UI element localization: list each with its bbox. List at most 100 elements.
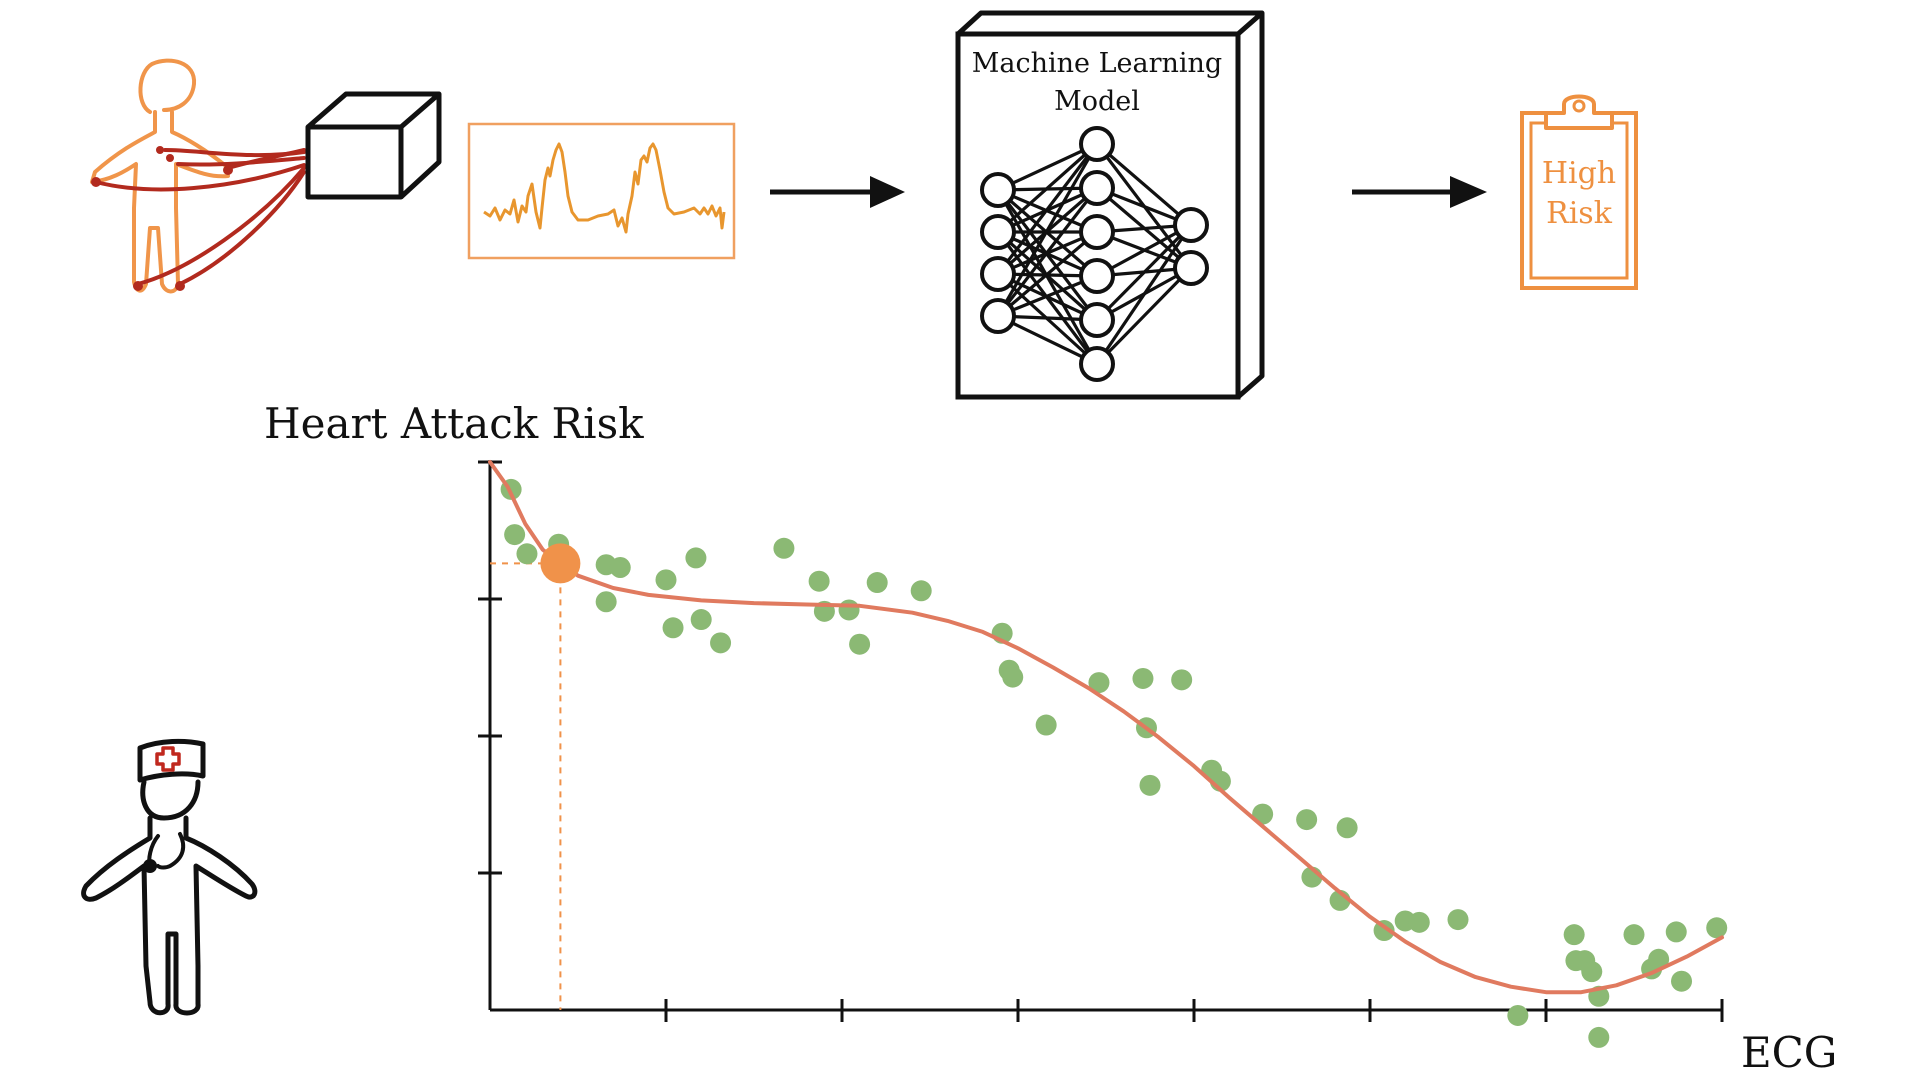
data-point (1035, 714, 1057, 736)
ecg-wire (136, 166, 306, 286)
nn-edge (996, 142, 1099, 234)
right-arrow-icon (1352, 176, 1487, 208)
data-point (849, 633, 871, 655)
doctor-with-stethoscope-icon (81, 738, 258, 1016)
nn-node (980, 298, 1016, 334)
nn-edge (1095, 223, 1193, 322)
clipboard-icon: High Risk (1520, 94, 1638, 290)
data-point (1132, 667, 1154, 689)
data-point (1139, 774, 1161, 796)
data-point (1171, 669, 1193, 691)
nn-node (1079, 170, 1115, 206)
nn-node (1079, 346, 1115, 382)
data-point (504, 524, 526, 546)
ecg-wire (178, 170, 306, 286)
data-point (1665, 921, 1687, 943)
chart-xlabel: ECG (1741, 1028, 1837, 1077)
data-point (1408, 911, 1430, 933)
nn-node (980, 214, 1016, 250)
nn-node (1079, 302, 1115, 338)
patient-body (90, 110, 230, 294)
model-title-line2: Model (1054, 86, 1140, 117)
electrode (91, 177, 101, 187)
electrode (175, 281, 185, 291)
data-point (685, 547, 707, 569)
data-point (1002, 666, 1024, 688)
electrode (166, 154, 174, 162)
right-arrow-icon (770, 176, 905, 208)
clipboard-text-line1: High (1542, 156, 1616, 191)
nn-node (1079, 214, 1115, 250)
data-point (1336, 817, 1358, 839)
stethoscope-chestpiece (143, 859, 157, 873)
axis-ticks (478, 460, 1724, 1022)
nn-node (1173, 207, 1209, 243)
nn-edge (1095, 266, 1193, 366)
neural-network-edges (996, 142, 1193, 366)
nn-edge (996, 143, 1099, 275)
model-box-side (1236, 13, 1265, 399)
highlighted-point-group (540, 543, 581, 584)
clipboard-text-line2: Risk (1546, 196, 1613, 231)
doctor-head (140, 779, 201, 821)
nn-edge (996, 187, 1099, 317)
data-point (710, 632, 732, 654)
ecg-device-box-icon (305, 91, 442, 200)
chart-ylabel: Heart Attack Risk (264, 399, 644, 448)
data-point (1581, 961, 1603, 983)
data-point (1296, 809, 1318, 831)
ecg-waveform-icon (467, 122, 736, 260)
nn-node (1079, 126, 1115, 162)
model-title-line1: Machine Learning (972, 48, 1222, 79)
ecg-wire (226, 148, 306, 170)
doctor-cap (137, 738, 206, 783)
data-point (595, 591, 617, 613)
nn-edge (1095, 142, 1193, 227)
data-point (773, 537, 795, 559)
neural-network-nodes (980, 126, 1209, 382)
data-point (910, 580, 932, 602)
electrode (156, 146, 164, 154)
data-point (655, 569, 677, 591)
patient-head (138, 58, 197, 114)
patient-with-ecg-leads-icon (90, 58, 306, 294)
data-point (1648, 948, 1670, 970)
ecg-wire (94, 163, 306, 192)
data-point (1623, 924, 1645, 946)
nn-node (980, 256, 1016, 292)
ecg-waveform (483, 142, 726, 234)
nn-edge (996, 230, 1099, 318)
nn-node (1173, 250, 1209, 286)
electrode (133, 281, 143, 291)
fit-curve-line (488, 460, 1724, 995)
doctor-cap-cross (155, 746, 181, 772)
nn-edge (997, 142, 1098, 192)
data-point (1588, 1026, 1610, 1048)
data-point (1507, 1004, 1529, 1026)
nn-edge (996, 143, 1099, 317)
nn-node (980, 172, 1016, 208)
fit-curve (488, 460, 1724, 995)
data-point (1447, 909, 1469, 931)
data-point (516, 543, 538, 565)
highlight-guides (490, 562, 562, 1010)
doctor-body (81, 815, 258, 1016)
data-point (609, 556, 631, 578)
clipboard-clip-hole (1572, 99, 1586, 113)
data-point (1088, 672, 1110, 694)
ecg-trace-frame (467, 122, 736, 260)
model-box-top (956, 10, 1265, 36)
neural-network-model-box-icon: Machine Learning Model (955, 10, 1265, 400)
data-point (1563, 924, 1585, 946)
nn-edge (1095, 224, 1193, 365)
nn-node (1079, 258, 1115, 294)
data-point (662, 617, 684, 639)
heart-attack-risk-chart: Heart Attack Risk ECG (264, 399, 1837, 1077)
highlighted-point (540, 543, 581, 584)
data-point (1671, 970, 1693, 992)
data-point (1706, 917, 1728, 939)
nn-edge (997, 314, 1098, 366)
data-points (500, 478, 1728, 1048)
data-point (808, 570, 830, 592)
